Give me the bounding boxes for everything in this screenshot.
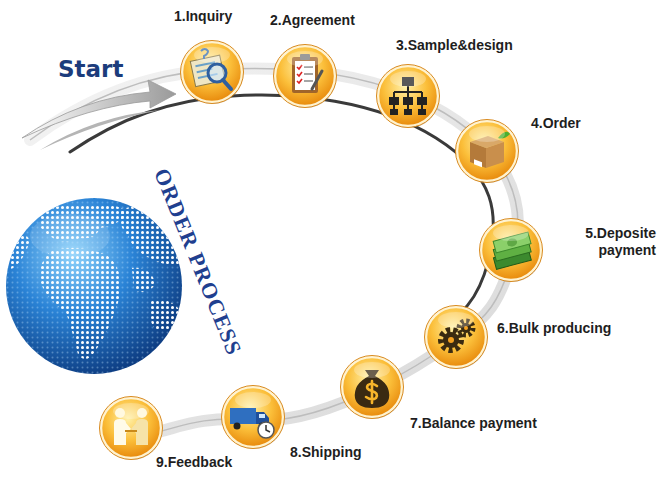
globe [0, 190, 190, 380]
step-node: 9.Feedback [98, 395, 164, 461]
start-swoosh-shadow [40, 110, 160, 150]
step-node: 8.Shipping [220, 384, 286, 450]
step-node: 5.Deposite payment [478, 217, 544, 283]
step-icon [423, 304, 489, 370]
step-label: 1.Inquiry [174, 8, 232, 25]
step-node: 4.Order [454, 118, 520, 184]
step-icon [339, 354, 405, 420]
step-label: 8.Shipping [290, 444, 362, 461]
step-icon [454, 118, 520, 184]
step-label: 3.Sample&design [396, 37, 513, 54]
step-label: 7.Balance payment [410, 415, 537, 432]
step-label: 5.Deposite payment [570, 225, 656, 259]
step-node: 1.Inquiry [179, 39, 245, 105]
start-label: Start [58, 56, 123, 82]
step-icon [98, 395, 164, 461]
step-icon [179, 39, 245, 105]
step-node: 3.Sample&design [375, 63, 441, 129]
step-node: 2.Agreement [272, 43, 338, 109]
step-label: 2.Agreement [270, 12, 355, 29]
step-label: 9.Feedback [156, 454, 232, 471]
start-swoosh [22, 80, 176, 138]
step-label: 6.Bulk producing [497, 320, 611, 337]
step-icon [272, 43, 338, 109]
step-icon [375, 63, 441, 129]
step-node: 6.Bulk producing [423, 304, 489, 370]
step-icon [220, 384, 286, 450]
step-node: 7.Balance payment [339, 354, 405, 420]
step-icon [478, 217, 544, 283]
step-label: 4.Order [531, 115, 581, 132]
